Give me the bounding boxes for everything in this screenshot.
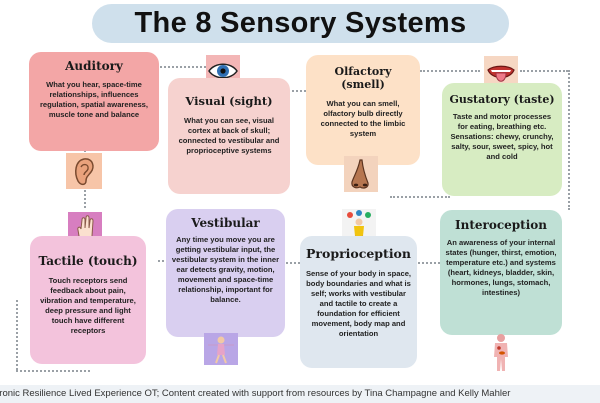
auditory-text: What you hear, space-time relationships,…: [39, 80, 149, 120]
connector-line: [160, 66, 222, 68]
interoception-card: Interoception An awareness of your inter…: [440, 210, 562, 335]
olfactory-card: Olfactory (smell) What you can smell, ol…: [306, 55, 420, 165]
olfactory-text: What you can smell, olfactory bulb direc…: [320, 99, 406, 139]
connector-line: [280, 90, 306, 92]
body-organs-icon: [486, 333, 516, 373]
interoception-text: An awareness of your internal states (hu…: [445, 238, 557, 298]
proprioception-card: Proprioception Sense of your body in spa…: [300, 236, 417, 368]
footer-bar: hronic Resilience Lived Experience OT; C…: [0, 385, 600, 403]
title-banner: The 8 Sensory Systems: [92, 4, 509, 43]
proprioception-text: Sense of your body in space, body bounda…: [305, 269, 412, 339]
olfactory-title: Olfactory (smell): [334, 65, 392, 91]
interoception-title: Interoception: [454, 218, 547, 232]
vestibular-card: Vestibular Any time you move you are get…: [166, 209, 285, 337]
tactile-title: Tactile (touch): [38, 254, 138, 268]
tactile-text: Touch receptors send feedback about pain…: [40, 276, 136, 336]
connector-line: [418, 262, 440, 264]
connector-line: [16, 300, 18, 370]
connector-line: [520, 70, 568, 72]
gustatory-title: Gustatory (taste): [449, 93, 555, 106]
visual-card: Visual (sight) What you can see, visual …: [168, 78, 290, 194]
vestibular-title: Vestibular: [191, 216, 260, 230]
connector-line: [390, 196, 450, 198]
gustatory-card: Gustatory (taste) Taste and motor proces…: [442, 83, 562, 196]
connector-line: [420, 70, 480, 72]
vestibular-text: Any time you move you are getting vestib…: [171, 235, 280, 305]
auditory-card: Auditory What you hear, space-time relat…: [29, 52, 159, 151]
proprioception-title: Proprioception: [306, 246, 411, 261]
visual-title: Visual (sight): [185, 94, 273, 108]
nose-icon: [344, 156, 378, 192]
footer-credit: hronic Resilience Lived Experience OT; C…: [0, 388, 511, 399]
connector-line: [158, 260, 168, 262]
visual-text: What you can see, visual cortex at back …: [178, 116, 280, 156]
tactile-card: Tactile (touch) Touch receptors send fee…: [30, 236, 146, 364]
connector-line: [16, 370, 90, 372]
gustatory-text: Taste and motor processes for eating, br…: [450, 112, 554, 162]
auditory-title: Auditory: [65, 59, 123, 73]
page-title: The 8 Sensory Systems: [134, 7, 467, 39]
connector-line: [286, 262, 300, 264]
balancing-figure-icon: [204, 333, 238, 365]
connector-line: [568, 70, 570, 210]
ear-icon: [66, 153, 102, 189]
